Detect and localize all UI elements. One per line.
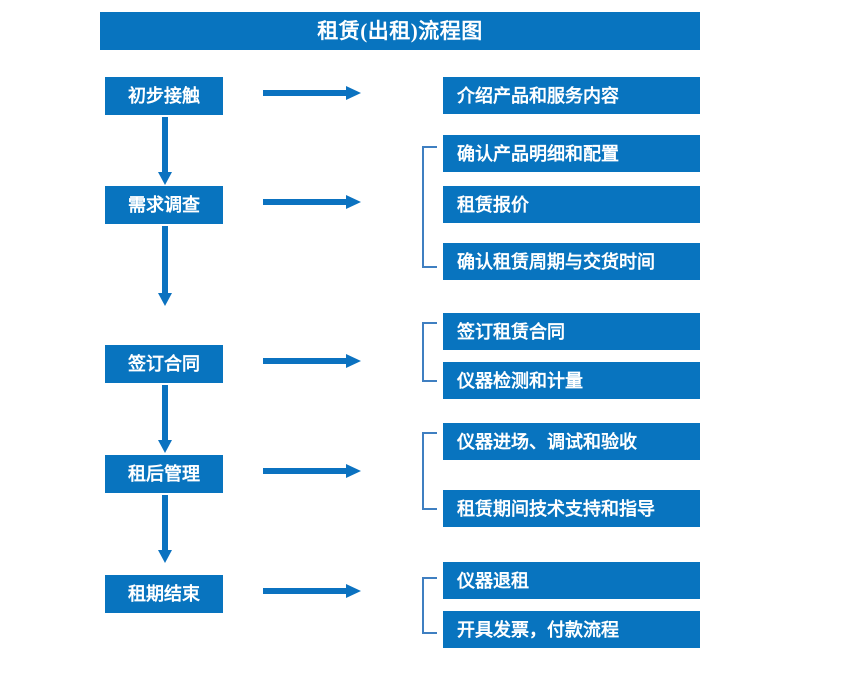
arrow-head [158, 172, 172, 185]
arrow-right-4 [263, 463, 361, 479]
stage-box-4[interactable]: 租后管理 [105, 455, 223, 493]
group-bracket-5 [422, 577, 437, 634]
arrow-head [346, 464, 361, 478]
detail-box-8[interactable]: 租赁期间技术支持和指导 [443, 490, 700, 527]
stage-box-5[interactable]: 租期结束 [105, 575, 223, 613]
chart-title: 租赁(出租)流程图 [100, 12, 700, 50]
detail-box-3[interactable]: 租赁报价 [443, 186, 700, 223]
group-bracket-3 [422, 322, 437, 382]
arrow-right-3 [263, 353, 361, 369]
arrow-right-5 [263, 583, 361, 599]
detail-box-2[interactable]: 确认产品明细和配置 [443, 135, 700, 172]
detail-box-5[interactable]: 签订租赁合同 [443, 313, 700, 350]
arrow-down-3 [157, 385, 173, 453]
arrow-shaft [162, 385, 168, 441]
arrow-shaft [263, 90, 347, 96]
arrow-head [158, 550, 172, 563]
arrow-right-2 [263, 194, 361, 210]
stage-box-1[interactable]: 初步接触 [105, 77, 223, 115]
arrow-shaft [162, 495, 168, 551]
detail-box-10[interactable]: 开具发票，付款流程 [443, 611, 700, 648]
arrow-shaft [263, 358, 347, 364]
detail-box-6[interactable]: 仪器检测和计量 [443, 362, 700, 399]
arrow-head [158, 440, 172, 453]
arrow-right-1 [263, 85, 361, 101]
arrow-head [346, 354, 361, 368]
arrow-shaft [263, 588, 347, 594]
group-bracket-2 [422, 146, 437, 268]
arrow-head [346, 86, 361, 100]
arrow-down-1 [157, 117, 173, 185]
arrow-head [158, 293, 172, 306]
arrow-head [346, 195, 361, 209]
arrow-shaft [263, 199, 347, 205]
detail-box-7[interactable]: 仪器进场、调试和验收 [443, 423, 700, 460]
arrow-head [346, 584, 361, 598]
arrow-shaft [263, 468, 347, 474]
arrow-down-2 [157, 226, 173, 306]
arrow-shaft [162, 117, 168, 173]
arrow-down-4 [157, 495, 173, 563]
detail-box-1[interactable]: 介绍产品和服务内容 [443, 77, 700, 114]
detail-box-9[interactable]: 仪器退租 [443, 562, 700, 599]
detail-box-4[interactable]: 确认租赁周期与交货时间 [443, 243, 700, 280]
arrow-shaft [162, 226, 168, 294]
stage-box-2[interactable]: 需求调查 [105, 186, 223, 224]
group-bracket-4 [422, 432, 437, 510]
stage-box-3[interactable]: 签订合同 [105, 345, 223, 383]
